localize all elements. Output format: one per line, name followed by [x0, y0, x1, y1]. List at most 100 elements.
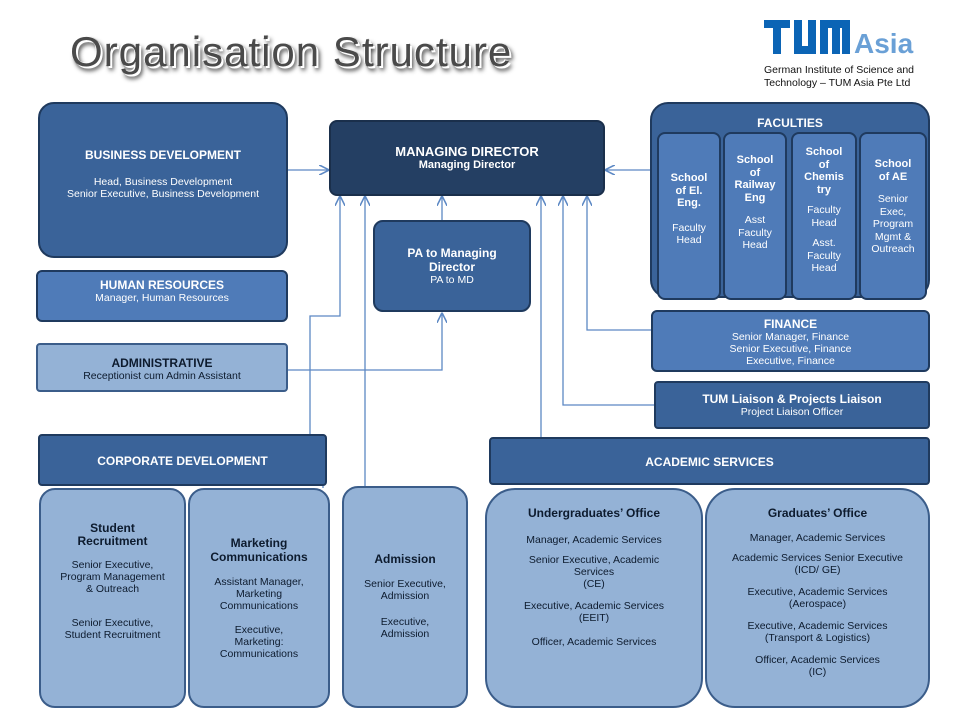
- graduates-l6: Executive, Academic Services: [747, 620, 888, 632]
- human-resources-role: Manager, Human Resources: [95, 292, 229, 304]
- faculty-4-b3: Program: [872, 218, 914, 230]
- undergraduates-l1: Manager, Academic Services: [526, 534, 662, 546]
- faculty-3-b4: Faculty: [807, 249, 841, 262]
- student-recruitment-l4: Senior Executive,: [71, 617, 154, 629]
- undergraduates-l4: (CE): [583, 578, 605, 590]
- tagline-line-2: Technology – TUM Asia Pte Ltd: [764, 77, 911, 89]
- faculty-3-b5: Head: [811, 262, 837, 274]
- graduates-office-box: Graduates’ Office Manager, Academic Serv…: [705, 488, 930, 708]
- student-recruitment-l5: Student Recruitment: [64, 629, 161, 641]
- business-development-line-1: Head, Business Development: [93, 176, 233, 188]
- liaison-box: TUM Liaison & Projects Liaison Project L…: [654, 381, 930, 429]
- undergraduates-l6: (EEIT): [578, 612, 610, 624]
- faculty-3-b1: Faculty: [807, 204, 841, 216]
- human-resources-title: HUMAN RESOURCES: [99, 278, 224, 292]
- logo-tagline: German Institute of Science and Technolo…: [764, 64, 914, 90]
- student-recruitment-l3: & Outreach: [85, 583, 140, 595]
- finance-line-1: Senior Manager, Finance: [731, 331, 850, 343]
- academic-services-title: ACADEMIC SERVICES: [645, 455, 774, 469]
- finance-line-2: Senior Executive, Finance: [729, 343, 852, 355]
- admission-l1: Senior Executive,: [364, 578, 446, 590]
- administrative-role: Receptionist cum Admin Assistant: [83, 370, 241, 382]
- faculty-2-b1: Asst: [744, 214, 766, 226]
- graduates-l2: Academic Services Senior Executive: [732, 552, 903, 564]
- student-recruitment-box: Student Recruitment Senior Executive, Pr…: [39, 488, 186, 708]
- graduates-l1: Manager, Academic Services: [749, 532, 886, 544]
- graduates-l3: (ICD/ GE): [794, 564, 841, 576]
- liaison-role: Project Liaison Officer: [740, 406, 844, 418]
- managing-director-box: MANAGING DIRECTOR Managing Director: [329, 120, 605, 196]
- human-resources-box: HUMAN RESOURCES Manager, Human Resources: [36, 270, 288, 322]
- faculty-4-b1: Senior: [877, 193, 909, 205]
- academic-services-box: ACADEMIC SERVICES: [489, 437, 930, 485]
- undergraduates-l2: Senior Executive, Academic: [528, 554, 660, 566]
- business-development-line-2: Senior Executive, Business Development: [66, 188, 259, 200]
- business-development-title: BUSINESS DEVELOPMENT: [84, 148, 242, 162]
- graduates-l8: Officer, Academic Services: [755, 654, 880, 666]
- graduates-l7: (Transport & Logistics): [764, 632, 871, 644]
- faculty-2-h2: of: [749, 166, 761, 179]
- faculty-2-b3: Head: [742, 239, 768, 251]
- finance-box: FINANCE Senior Manager, Finance Senior E…: [651, 310, 930, 372]
- marketing-communications-box: Marketing Communications Assistant Manag…: [188, 488, 330, 708]
- faculty-4-b4: Mgmt &: [874, 230, 912, 243]
- pa-role: PA to MD: [430, 274, 474, 286]
- admission-l2: Admission: [380, 590, 430, 602]
- faculty-2-h3: Railway: [734, 179, 776, 191]
- undergraduates-l3: Services: [573, 566, 615, 578]
- admission-h1: Admission: [374, 552, 436, 566]
- marketing-h2: Communications: [210, 550, 308, 564]
- pa-box: PA to Managing Director PA to MD: [373, 220, 531, 312]
- faculty-2-b2: Faculty: [738, 226, 772, 239]
- faculty-4-b2: Exec,: [879, 205, 907, 218]
- admission-l4: Admission: [380, 628, 430, 640]
- undergraduates-office-box: Undergraduates’ Office Manager, Academic…: [485, 488, 703, 708]
- faculty-4-h1: School: [874, 158, 912, 170]
- liaison-title: TUM Liaison & Projects Liaison: [702, 392, 882, 406]
- page-title: Organisation Structure: [70, 28, 513, 75]
- faculties-title: FACULTIES: [757, 116, 823, 130]
- tum-asia-logo: Asia: [764, 18, 914, 65]
- marketing-l5: Marketing:: [234, 636, 284, 648]
- faculty-4-b5: Outreach: [871, 243, 915, 255]
- graduates-h1: Graduates’ Office: [767, 506, 868, 520]
- marketing-l4: Executive,: [234, 624, 284, 636]
- tagline-line-1: German Institute of Science and: [764, 64, 914, 76]
- faculty-3-h2: of: [818, 158, 830, 171]
- faculty-1-h2: of El.: [675, 184, 703, 197]
- faculty-3-h1: School: [805, 146, 843, 158]
- faculty-1-b1: Faculty: [672, 221, 706, 234]
- administrative-title: ADMINISTRATIVE: [111, 356, 213, 370]
- student-recruitment-h1: Student: [90, 521, 135, 535]
- administrative-box: ADMINISTRATIVE Receptionist cum Admin As…: [36, 343, 288, 392]
- managing-director-role: Managing Director: [418, 159, 516, 171]
- finance-line-3: Executive, Finance: [746, 355, 835, 367]
- marketing-l6: Communications: [219, 648, 299, 660]
- student-recruitment-h2: Recruitment: [77, 533, 148, 548]
- managing-director-title: MANAGING DIRECTOR: [395, 144, 539, 159]
- faculty-3-h3: Chemis: [804, 171, 844, 183]
- graduates-l5: (Aerospace): [788, 598, 847, 610]
- faculty-1-b2: Head: [676, 234, 702, 246]
- faculty-3-h4: try: [816, 183, 832, 196]
- marketing-l1: Assistant Manager,: [214, 576, 304, 588]
- undergraduates-h1: Undergraduates’ Office: [527, 506, 661, 520]
- marketing-l2: Marketing: [235, 588, 283, 600]
- faculty-4-h2: of AE: [878, 170, 908, 183]
- marketing-h1: Marketing: [230, 536, 288, 550]
- finance-title: FINANCE: [763, 317, 818, 331]
- marketing-l3: Communications: [219, 600, 299, 612]
- graduates-l4: Executive, Academic Services: [747, 586, 888, 598]
- undergraduates-l7: Officer, Academic Services: [531, 636, 657, 648]
- faculty-2-h4: Eng: [744, 191, 766, 204]
- pa-title-1: PA to Managing: [407, 246, 497, 260]
- admission-box: Admission Senior Executive, Admission Ex…: [342, 486, 468, 708]
- business-development-box: BUSINESS DEVELOPMENT Head, Business Deve…: [38, 102, 288, 258]
- faculty-3-b3: Asst.: [812, 237, 836, 249]
- faculty-1-h3: Eng.: [677, 197, 701, 209]
- faculty-3-b2: Head: [811, 216, 837, 229]
